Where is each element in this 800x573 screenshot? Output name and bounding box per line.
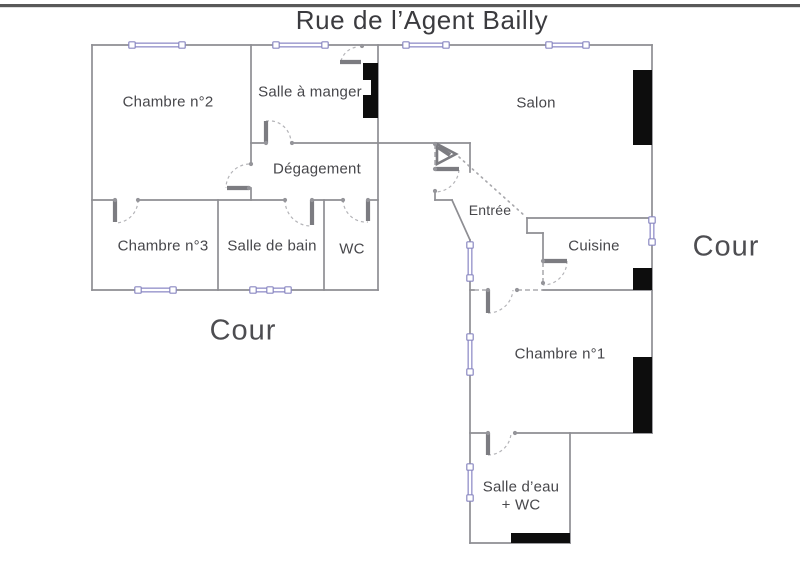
entry-path-dotted-line xyxy=(458,156,526,217)
room-label-salon: Salon xyxy=(516,94,556,112)
door-hinge-dots xyxy=(112,43,546,436)
chimney xyxy=(633,268,652,290)
walls xyxy=(91,44,653,544)
entry-door-symbol xyxy=(435,141,459,167)
room-label-salle-a-manger: Salle à manger xyxy=(258,83,362,101)
room-label-cuisine: Cuisine xyxy=(568,237,620,255)
window xyxy=(545,41,590,49)
windows xyxy=(128,41,656,502)
room-label-salle-de-bain: Salle de bain xyxy=(227,237,317,255)
room-label-chambre-3: Chambre n°3 xyxy=(117,237,209,255)
room-label-chambre-1: Chambre n°1 xyxy=(514,345,606,363)
room-label-entree: Entrée xyxy=(468,202,512,218)
window xyxy=(402,41,450,49)
cour-label-right: Cour xyxy=(692,230,760,263)
chimney-blocks xyxy=(363,63,652,543)
chimney xyxy=(363,63,378,118)
window xyxy=(128,41,186,49)
window xyxy=(466,241,474,282)
top-border-line xyxy=(0,4,800,8)
window xyxy=(648,216,656,246)
room-label-salle-eau: Salle d’eau xyxy=(482,478,560,496)
window xyxy=(249,286,292,294)
door-leaves xyxy=(112,59,567,455)
chimney xyxy=(633,357,652,433)
window xyxy=(466,333,474,376)
window xyxy=(272,41,329,49)
dashed-walls xyxy=(434,144,544,291)
room-label-salle-eau-wc: + WC xyxy=(501,496,541,514)
room-label-wc: WC xyxy=(339,240,365,258)
cour-label-bottom: Cour xyxy=(209,314,277,347)
room-label-chambre-2: Chambre n°2 xyxy=(122,93,214,111)
street-name-title: Rue de l’Agent Bailly xyxy=(295,5,549,35)
chimney xyxy=(511,533,570,543)
chimney xyxy=(633,70,652,145)
door-swings xyxy=(114,46,568,456)
room-label-degagement: Dégagement xyxy=(273,160,361,178)
window xyxy=(134,286,177,294)
window xyxy=(466,463,474,502)
